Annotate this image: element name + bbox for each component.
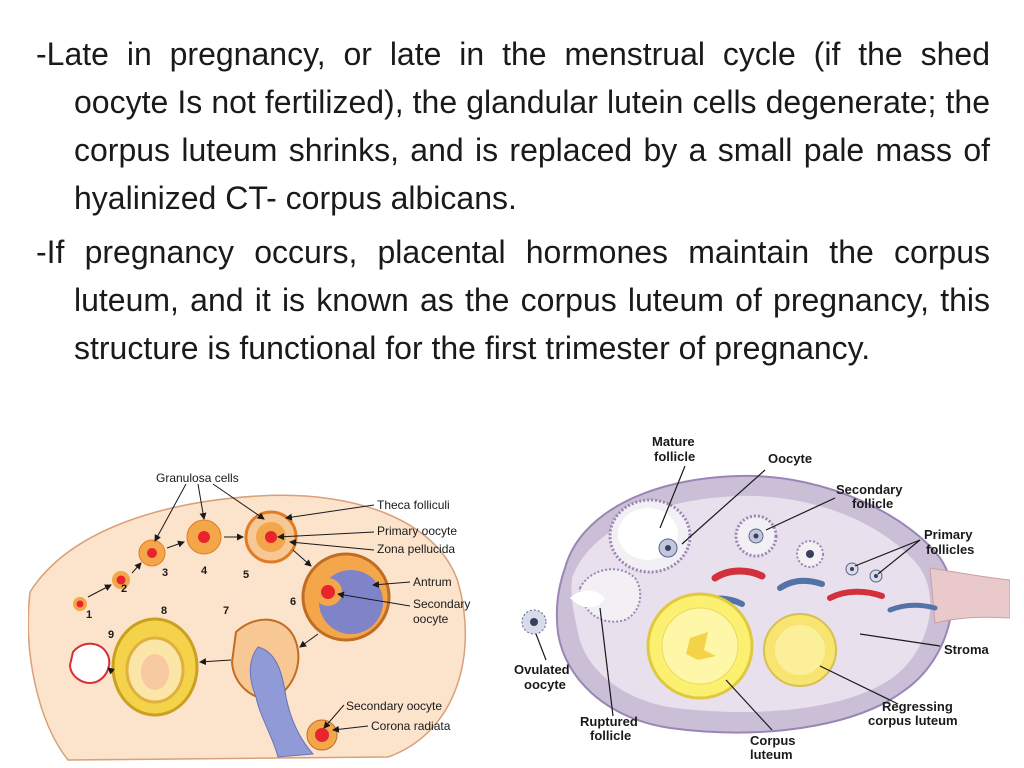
label-zona-pellucida: Zona pellucida <box>377 542 455 556</box>
label-stroma: Stroma <box>944 642 990 657</box>
ruptured-blood-trail <box>249 646 315 758</box>
ligament <box>929 567 1010 624</box>
label-secondary-a: Secondary <box>836 482 903 497</box>
label-granulosa-cells: Granulosa cells <box>156 471 239 485</box>
label-corona-radiata: Corona radiata <box>371 719 451 733</box>
corpus-albicans-stage-9 <box>68 642 111 684</box>
secondary-oocyte-released <box>315 728 329 742</box>
stage-number-8: 8 <box>161 605 167 617</box>
paragraph-corpus-albicans: -Late in pregnancy, or late in the menst… <box>36 36 990 216</box>
label-ovulated-a: Ovulated <box>514 662 570 677</box>
stage-number-4: 4 <box>201 565 208 577</box>
label-theca-folliculi: Theca folliculi <box>377 498 450 512</box>
label-primary-a: Primary <box>924 527 973 542</box>
label-regressing-a: Regressing <box>882 699 953 714</box>
label-primary-oocyte: Primary oocyte <box>377 524 457 538</box>
label-antrum: Antrum <box>413 575 452 589</box>
label-ovulated-b: oocyte <box>524 677 566 692</box>
label-corpus-b: luteum <box>750 747 793 762</box>
label-secondary-b: follicle <box>852 496 893 511</box>
stage-number-5: 5 <box>243 569 249 581</box>
stage-number-6: 6 <box>290 596 296 608</box>
label-secondary-oocyte-b: oocyte <box>413 612 449 626</box>
label-secondary-oocyte-a: Secondary <box>413 597 470 611</box>
label-corpus-a: Corpus <box>750 733 796 748</box>
stage-number-1: 1 <box>86 609 92 621</box>
label-regressing-b: corpus luteum <box>868 713 958 728</box>
ovary-cross-section-diagram: Mature follicle Oocyte Secondary follicl… <box>514 434 1010 762</box>
label-oocyte: Oocyte <box>768 451 812 466</box>
label-primary-b: follicles <box>926 542 974 557</box>
label-mature-a: Mature <box>652 434 695 449</box>
label-secondary-oocyte-bottom: Secondary oocyte <box>346 699 442 713</box>
stage-number-9: 9 <box>108 629 114 641</box>
stage-number-3: 3 <box>162 567 168 579</box>
paragraph-corpus-luteum-pregnancy: -If pregnancy occurs, placental hormones… <box>36 234 990 366</box>
text-block: -Late in pregnancy, or late in the menst… <box>36 30 990 378</box>
stage-number-7: 7 <box>223 605 229 617</box>
ruptured-follicle <box>578 568 642 623</box>
label-mature-b: follicle <box>654 449 695 464</box>
stage-number-2: 2 <box>121 583 127 595</box>
label-ruptured-a: Ruptured <box>580 714 638 729</box>
follicle-development-diagram: Granulosa cells Theca folliculi Primary … <box>28 471 470 761</box>
label-ruptured-b: follicle <box>590 728 631 743</box>
